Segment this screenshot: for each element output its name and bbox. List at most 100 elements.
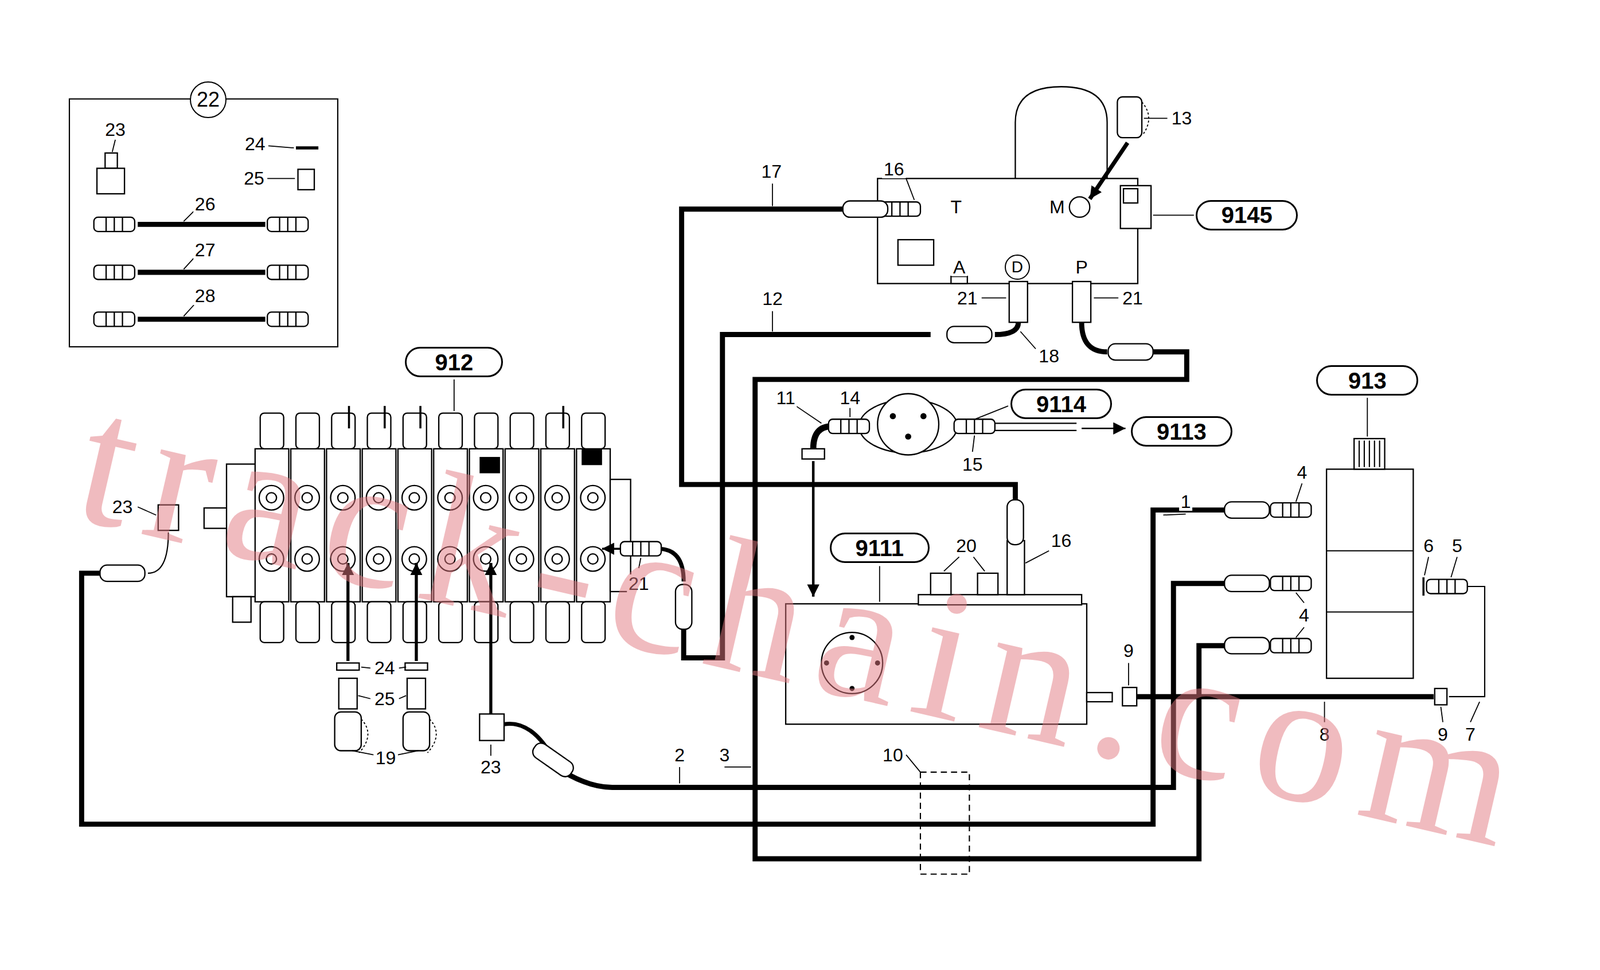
drawing-part (906, 755, 921, 773)
drawing-part (904, 433, 912, 440)
drawing-part (419, 406, 422, 429)
drawing-part (1025, 551, 1049, 564)
drawing-part (920, 772, 970, 875)
callout-number: 19 (373, 748, 398, 768)
callout-number: 3 (717, 746, 732, 765)
reference-box: 9114 (1010, 388, 1113, 420)
callout-number: 27 (193, 240, 218, 260)
reference-number: 22 (196, 89, 220, 111)
reference-number: D (1011, 259, 1024, 276)
drawing-part (104, 153, 117, 169)
drawing-part (399, 695, 407, 699)
drawing-part (298, 169, 315, 190)
drawing-part (771, 311, 774, 333)
drawing-part (94, 311, 135, 327)
callout-number: 10 (880, 746, 905, 765)
callout-number: M (1047, 197, 1067, 217)
drawing-part (1366, 397, 1368, 437)
reference-number: 9145 (1221, 203, 1273, 227)
drawing-part (407, 678, 426, 709)
callout-number: 24 (372, 658, 397, 678)
callout-number: 23 (478, 758, 503, 777)
callout-number: 2 (672, 746, 687, 765)
drawing-part (1123, 188, 1138, 204)
drawing-part (1270, 502, 1311, 518)
reference-box: 9113 (1130, 416, 1233, 447)
callout-number: 24 (243, 134, 268, 154)
callout-number: 16 (1049, 531, 1074, 550)
drawing-part (849, 408, 851, 418)
callout-number: T (948, 197, 964, 217)
callout-number: 28 (193, 286, 218, 306)
callout-number: 25 (372, 689, 397, 709)
callout-number: 17 (759, 162, 784, 181)
drawing-part (994, 430, 1077, 432)
callout-number: 1 (1179, 492, 1193, 511)
drawing-part (843, 200, 888, 217)
drawing-part (399, 667, 407, 669)
callout-number: A (951, 258, 967, 277)
callout-number: 20 (954, 536, 979, 556)
drawing-part (890, 413, 897, 420)
drawing-part (946, 326, 992, 343)
drawing-part (1117, 96, 1142, 138)
drawing-part (1015, 86, 1107, 179)
drawing-part (1296, 483, 1303, 502)
drawing-part (972, 435, 975, 452)
drawing-part (1072, 281, 1091, 323)
drawing-part (1426, 579, 1468, 595)
drawing-part (1093, 297, 1119, 299)
callout-number: 25 (242, 169, 267, 188)
drawing-part (678, 767, 681, 784)
drawing-part (994, 422, 1077, 424)
drawing-part (1296, 592, 1305, 604)
drawing-part (1089, 142, 1128, 199)
drawing-part (137, 316, 265, 322)
reference-box: 9145 (1195, 200, 1298, 231)
drawing-part (1009, 281, 1028, 323)
reference-box: 913 (1316, 365, 1419, 396)
drawing-part (1153, 215, 1194, 217)
callout-circle: 22 (189, 81, 227, 119)
drawing-part (562, 406, 565, 429)
drawing-part (267, 311, 308, 327)
drawing-part (1120, 185, 1151, 229)
reference-box: 912 (404, 346, 503, 378)
drawing-part (877, 178, 1138, 284)
drawing-part (802, 449, 825, 460)
drawing-part (338, 678, 358, 709)
drawing-part (898, 239, 934, 265)
drawing-part (954, 419, 995, 434)
drawing-part (1007, 500, 1024, 545)
drawing-part (69, 99, 338, 347)
drawing-part (1424, 556, 1429, 576)
callout-number: 4 (1297, 606, 1311, 625)
reference-number: 912 (434, 350, 474, 374)
drawing-part (1224, 575, 1270, 592)
callout-number: 5 (1450, 536, 1465, 556)
drawing-part (479, 713, 505, 741)
drawing-part (1163, 514, 1186, 516)
drawing-part (336, 662, 359, 670)
drawing-part (877, 393, 939, 456)
drawing-part (397, 750, 419, 755)
callout-number: 21 (955, 289, 980, 308)
callout-number: 6 (1421, 536, 1436, 556)
callout-number: 13 (1169, 108, 1194, 128)
drawing-part (403, 712, 430, 752)
drawing-part (1144, 117, 1168, 119)
drawing-part (581, 449, 603, 466)
drawing-part (404, 662, 428, 670)
drawing-part (1081, 322, 1107, 353)
drawing-part (1326, 550, 1414, 552)
drawing-part (99, 565, 145, 582)
drawing-part (137, 221, 265, 228)
drawing-part (724, 766, 751, 768)
drawing-part (771, 183, 774, 206)
drawing-part (1296, 627, 1305, 638)
callout-number: 11 (774, 388, 797, 408)
drawing-part (1069, 196, 1091, 218)
callout-number: 15 (960, 455, 985, 474)
drawing-part (352, 750, 374, 755)
drawing-part (358, 695, 371, 699)
